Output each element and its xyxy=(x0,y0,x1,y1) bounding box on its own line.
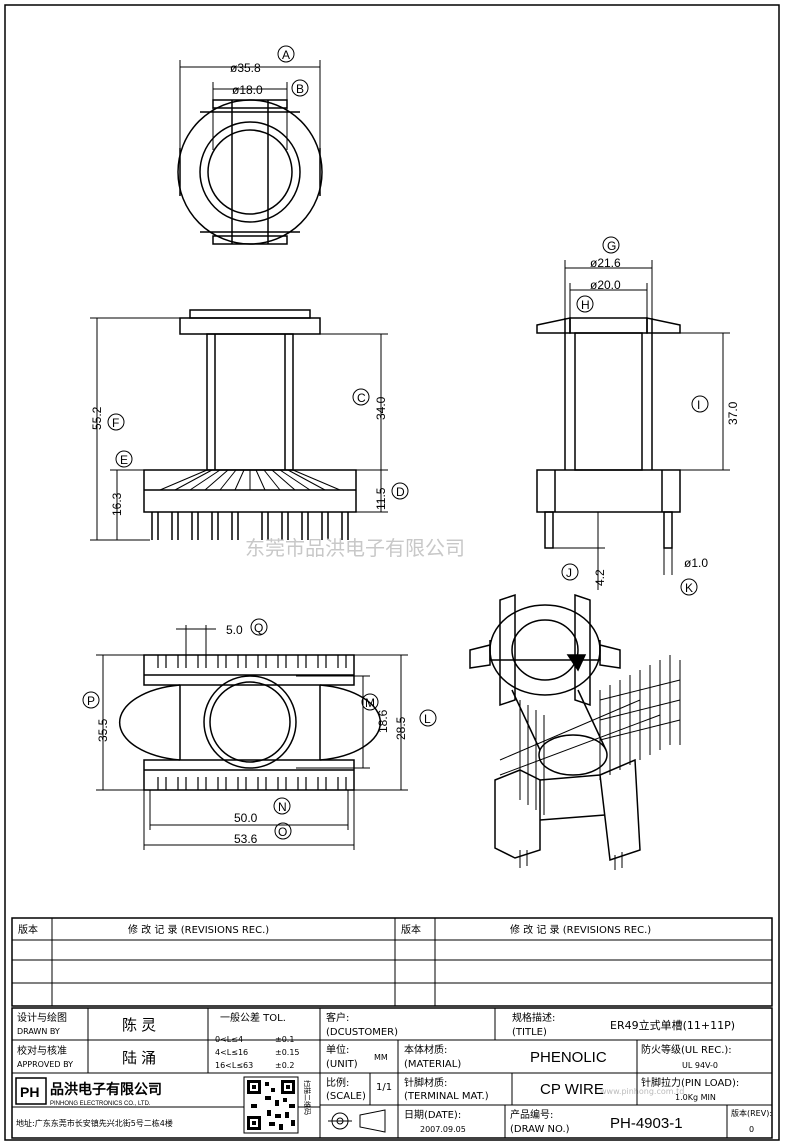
dim-v163: 16.3 xyxy=(110,492,124,516)
bottom-view xyxy=(96,625,408,850)
label-k: K xyxy=(685,581,693,595)
label-l: L xyxy=(424,712,431,726)
sheet-border xyxy=(4,4,780,1141)
side-view xyxy=(536,260,730,590)
customer-label-cn: 客户: xyxy=(326,1011,349,1024)
dim-v115: 11.5 xyxy=(374,487,388,510)
dim-v340: 34.0 xyxy=(374,396,388,420)
designer-name: 陈 灵 xyxy=(122,1016,156,1034)
date-value: 2007.09.05 xyxy=(420,1125,466,1134)
dim-v285: 28.5 xyxy=(394,716,408,740)
product-title: ER49立式单槽(11+11P) xyxy=(610,1018,735,1032)
scale-value: 1/1 xyxy=(376,1082,392,1093)
company-address: 地址:广东东莞市长安镇先兴北街5号二栋4楼 xyxy=(16,1118,173,1128)
material-label-cn: 本体材质: xyxy=(404,1043,447,1056)
tol-range-3: 16<L≤63 xyxy=(215,1061,253,1070)
watermark-url: www.pinhong.com.td xyxy=(600,1087,684,1096)
label-o: O xyxy=(278,825,287,839)
label-b: B xyxy=(296,82,304,96)
label-h: H xyxy=(581,298,590,312)
dim-v500: 50.0 xyxy=(234,811,258,825)
label-i: I xyxy=(697,398,700,412)
dim-v42: 4.2 xyxy=(593,569,607,586)
drawno-label-en: (DRAW NO.) xyxy=(510,1124,570,1135)
title-label-cn: 规格描述: xyxy=(512,1011,555,1024)
rev-col-record-right: 修 改 记 录 (REVISIONS REC.) xyxy=(510,923,651,936)
terminal-label-en: (TERMINAL MAT.) xyxy=(404,1091,489,1102)
material-label-en: (MATERIAL) xyxy=(404,1059,461,1070)
rev-col-record-left: 修 改 记 录 (REVISIONS REC.) xyxy=(128,923,269,936)
dim-d10: ø1.0 xyxy=(684,556,708,570)
label-m: M xyxy=(365,696,375,710)
tol-value-2: ±0.15 xyxy=(275,1048,300,1057)
dim-v186: 18.6 xyxy=(376,709,390,733)
company-logo: PH xyxy=(15,1077,47,1105)
tol-range-2: 4<L≤16 xyxy=(215,1048,248,1057)
label-a: A xyxy=(282,48,290,62)
tol-value-3: ±0.2 xyxy=(275,1061,294,1070)
dim-v536: 53.6 xyxy=(234,832,258,846)
label-n: N xyxy=(278,800,287,814)
label-d: D xyxy=(396,485,405,499)
label-f: F xyxy=(112,416,119,430)
top-view xyxy=(177,60,323,245)
terminal-value: CP WIRE xyxy=(540,1081,604,1098)
drawno-value: PH-4903-1 xyxy=(610,1115,683,1132)
dim-v552: 55.2 xyxy=(90,406,104,430)
unit-label-en: (UNIT) xyxy=(326,1059,358,1070)
revision-table xyxy=(11,917,773,1007)
dim-v355: 35.5 xyxy=(96,718,110,742)
company-name-cn: 品洪电子有限公司 xyxy=(50,1081,162,1097)
isometric-view xyxy=(469,593,681,870)
logo-text: PH xyxy=(20,1084,39,1100)
drawno-label-cn: 产品编号: xyxy=(510,1108,553,1121)
customer-label-en: (DCUSTOMER) xyxy=(326,1027,398,1038)
checker-name: 陆 涌 xyxy=(122,1050,156,1067)
label-p: P xyxy=(87,694,95,708)
scale-label-en: (SCALE) xyxy=(326,1091,366,1102)
title-block xyxy=(11,1007,773,1139)
unit-value: MM xyxy=(374,1053,388,1062)
checker-label-cn: 校对与核准 xyxy=(17,1044,67,1057)
tolerance-title: 一般公差 TOL. xyxy=(220,1011,286,1024)
rev-col-version-right: 版本 xyxy=(401,923,421,936)
terminal-label-cn: 针脚材质: xyxy=(404,1076,447,1089)
flame-label: 防火等级(UL REC.): xyxy=(641,1043,732,1056)
designer-label-cn: 设计与绘图 xyxy=(17,1011,67,1024)
dim-v370: 37.0 xyxy=(726,401,740,425)
qr-code xyxy=(243,1076,299,1134)
label-q: Q xyxy=(254,621,263,635)
front-view xyxy=(90,309,388,541)
tol-range-1: 0<L≤4 xyxy=(215,1035,243,1044)
watermark-company: 东莞市品洪电子有限公司 xyxy=(245,537,465,560)
date-label: 日期(DATE): xyxy=(404,1109,461,1121)
checker-label-en: APPROVED BY xyxy=(17,1060,73,1069)
company-name-en: PINHONG ELECTRONICS CO., LTD. xyxy=(50,1101,151,1107)
flame-value: UL 94V-0 xyxy=(682,1061,718,1070)
dim-d200: ø20.0 xyxy=(590,278,621,292)
unit-label-cn: 单位: xyxy=(326,1043,349,1056)
label-e: E xyxy=(120,453,128,467)
rev-col-version-left: 版本 xyxy=(18,923,38,936)
label-g: G xyxy=(607,239,616,253)
dim-d216: ø21.6 xyxy=(590,256,621,270)
dim-d358: ø35.8 xyxy=(230,61,261,75)
pinload-label: 针脚拉力(PIN LOAD): xyxy=(641,1076,739,1089)
scale-label-cn: 比例: xyxy=(326,1076,349,1089)
rev-label: 版本(REV): xyxy=(731,1108,772,1118)
tol-value-1: ±0.1 xyxy=(275,1035,294,1044)
pinload-value: 1.0Kg MIN xyxy=(675,1093,716,1102)
dim-v50: 5.0 xyxy=(226,623,243,637)
label-c: C xyxy=(357,391,366,405)
designer-label-en: DRAWN BY xyxy=(17,1027,60,1036)
label-j: J xyxy=(566,566,572,580)
title-label-en: (TITLE) xyxy=(512,1027,547,1038)
qr-caption: 扫描二维码 xyxy=(303,1080,312,1115)
projection-symbol-icon xyxy=(328,1109,386,1133)
rev-value: 0 xyxy=(749,1125,754,1134)
dim-d180: ø18.0 xyxy=(232,83,263,97)
material-value: PHENOLIC xyxy=(530,1049,607,1066)
